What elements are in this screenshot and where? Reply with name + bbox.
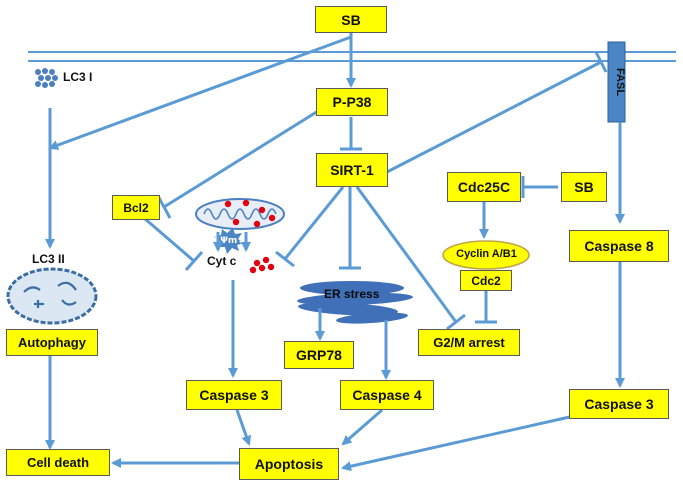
autophagosome-icon bbox=[6, 267, 98, 325]
cyt-c-label: Cyt c bbox=[207, 254, 237, 268]
cyclin-ellipse bbox=[442, 240, 530, 270]
inhibit-pp38-to-bcl2 bbox=[156, 106, 324, 219]
caspase4-label: Caspase 4 bbox=[352, 387, 422, 403]
g2m-arrest-box: G2/M arrest bbox=[418, 329, 520, 356]
starburst-icon bbox=[214, 228, 244, 254]
er-stress-label: ER stress bbox=[324, 287, 380, 301]
cyt-c-dots-icon bbox=[249, 256, 275, 274]
cell-death-label: Cell death bbox=[26, 455, 90, 470]
cdc2-label: Cdc2 bbox=[471, 273, 501, 288]
inhibit-sirt1-to-er bbox=[339, 187, 361, 270]
grp78-label: GRP78 bbox=[296, 347, 342, 363]
sb-right-box: SB bbox=[561, 172, 607, 202]
arrow-sb-to-lc3ii-branch bbox=[48, 35, 352, 150]
caspase3-right-box: Caspase 3 bbox=[569, 389, 669, 419]
er-stress-icon bbox=[297, 281, 413, 324]
arrow-caspase3-to-apoptosis bbox=[235, 409, 252, 446]
inhibit-sirt1-to-cytc bbox=[275, 186, 345, 268]
arrow-caspase3-to-apoptosis-right bbox=[341, 414, 575, 472]
p-p38-box: P-P38 bbox=[316, 88, 388, 116]
cdc25c-box: Cdc25C bbox=[447, 172, 521, 202]
inhibit-bcl2-to-cytc bbox=[143, 216, 204, 271]
caspase8-label: Caspase 8 bbox=[584, 238, 654, 254]
cdc25c-label: Cdc25C bbox=[457, 179, 511, 195]
g2m-arrest-label: G2/M arrest bbox=[433, 335, 505, 350]
inhibit-pp38-to-sirt1 bbox=[340, 117, 362, 151]
apoptosis-box: Apoptosis bbox=[239, 448, 339, 480]
sb-top-label: SB bbox=[341, 11, 361, 28]
inhibit-sb-to-cdc25c bbox=[521, 176, 558, 198]
cdc2-box: Cdc2 bbox=[460, 270, 512, 291]
caspase8-box: Caspase 8 bbox=[569, 230, 669, 262]
lc3-i-label: LC3 I bbox=[63, 70, 93, 84]
sirt1-label: SIRT-1 bbox=[330, 162, 374, 178]
apoptosis-label: Apoptosis bbox=[254, 456, 324, 472]
caspase3-mid-box: Caspase 3 bbox=[186, 380, 282, 410]
inhibit-sirt1-to-fasl bbox=[384, 51, 608, 175]
sb-right-label: SB bbox=[574, 179, 594, 195]
caspase4-box: Caspase 4 bbox=[340, 380, 434, 410]
grp78-box: GRP78 bbox=[284, 341, 354, 369]
activation-arrows bbox=[45, 33, 625, 472]
lc3-ii-label: LC3 II bbox=[32, 252, 65, 266]
sirt1-box: SIRT-1 bbox=[316, 153, 388, 187]
mitochondrion-icon bbox=[195, 198, 285, 230]
delta-psi-m-label: ΔΨm↓ bbox=[213, 236, 245, 246]
cyclin-label: Cyclin A/B1 bbox=[456, 248, 517, 260]
p-p38-label: P-P38 bbox=[332, 94, 372, 110]
caspase3-mid-label: Caspase 3 bbox=[199, 387, 269, 403]
fasl-receptor bbox=[607, 41, 626, 123]
inhibit-sirt1-to-g2m bbox=[355, 186, 466, 331]
caspase3-right-label: Caspase 3 bbox=[584, 396, 654, 412]
lc3-i-dots-icon bbox=[35, 68, 58, 88]
bcl2-label: Bcl2 bbox=[123, 200, 149, 215]
arrow-caspase4-to-apoptosis bbox=[341, 408, 383, 446]
autophagy-label: Autophagy bbox=[18, 335, 86, 350]
cell-death-box: Cell death bbox=[6, 449, 110, 476]
autophagy-box: Autophagy bbox=[6, 329, 98, 356]
fasl-label: FASL bbox=[614, 68, 626, 96]
sb-top-box: SB bbox=[315, 6, 387, 33]
inhibition-lines bbox=[143, 51, 608, 331]
inhibit-cdc2-to-g2m bbox=[475, 291, 497, 324]
bcl2-box: Bcl2 bbox=[112, 195, 160, 220]
